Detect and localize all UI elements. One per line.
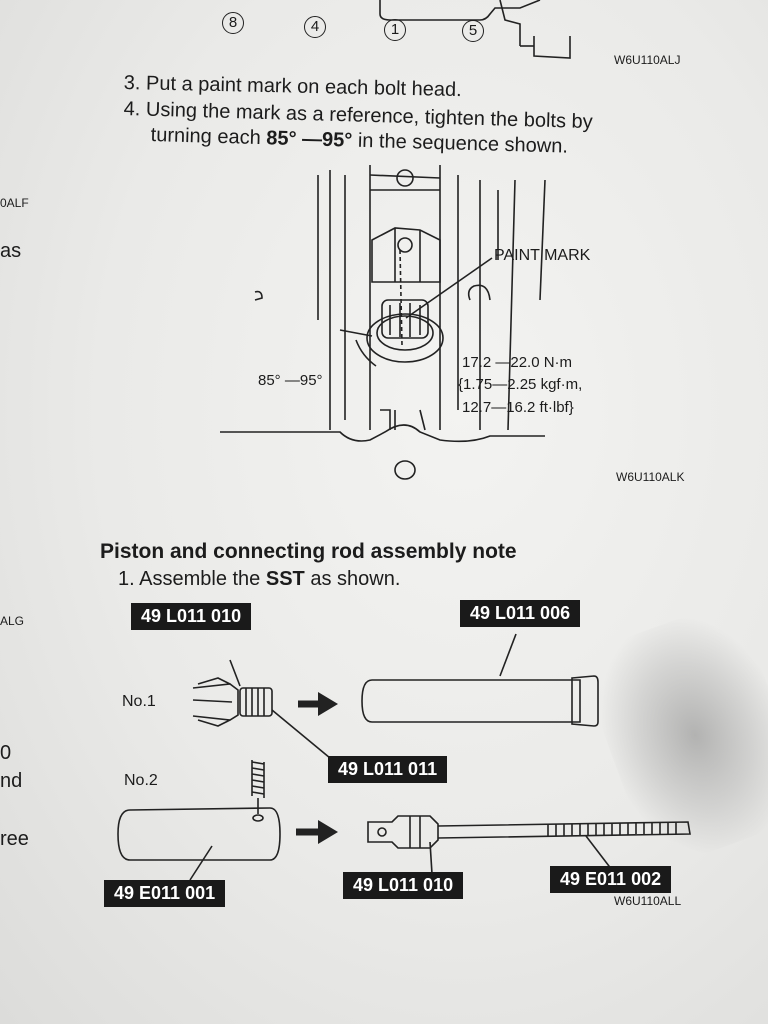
sequence-number-8: 8 [222, 12, 244, 34]
part-label-49-E011-002: 49 E011 002 [550, 866, 672, 893]
no1-label: No.1 [122, 693, 156, 710]
left-edge-code-2: ALG [0, 614, 25, 628]
figure-code-bolt: W6U110ALK [616, 470, 685, 484]
step-4-angle-range: 85° —95° [265, 127, 353, 152]
section-heading: Piston and connecting rod assembly note [100, 540, 517, 563]
left-edge-text-1: as [0, 240, 22, 262]
torque-spec-line1: 17.2 —22.0 N·m [462, 354, 573, 371]
piston-step-1-prefix: 1. Assemble the [118, 568, 266, 590]
piston-step-1-suffix: as shown. [304, 568, 401, 590]
part-label-49-L011-006: 49 L011 006 [460, 600, 581, 627]
torque-spec-line2: {1.75—2.25 kgf·m, [458, 376, 583, 393]
part-label-49-L011-010-top: 49 L011 010 [131, 603, 252, 630]
left-edge-code-1: 0ALF [0, 196, 29, 210]
left-edge-text-3: nd [0, 770, 23, 792]
figure-code-top: W6U110ALJ [614, 53, 681, 67]
left-edge-text-2: 0 [0, 742, 12, 764]
no2-label: No.2 [124, 772, 158, 789]
torque-spec-line3: 12.7—16.2 ft·lbf} [462, 399, 574, 416]
piston-step-1: 1. Assemble the SST as shown. [118, 568, 400, 590]
left-edge-text-4: ree [0, 828, 29, 850]
figure-code-piston: W6U110ALL [614, 894, 682, 908]
paint-mark-label: PAINT MARK [494, 247, 591, 264]
part-label-49-E011-001: 49 E011 001 [104, 880, 226, 907]
step-4-line2-prefix: turning each [150, 124, 267, 150]
part-label-49-L011-010-bottom: 49 L011 010 [343, 872, 464, 899]
angle-label: 85° —95° [258, 372, 323, 389]
piston-step-1-sst: SST [265, 568, 305, 590]
sequence-number-4: 4 [304, 16, 326, 38]
part-label-49-L011-011: 49 L011 011 [328, 756, 448, 783]
